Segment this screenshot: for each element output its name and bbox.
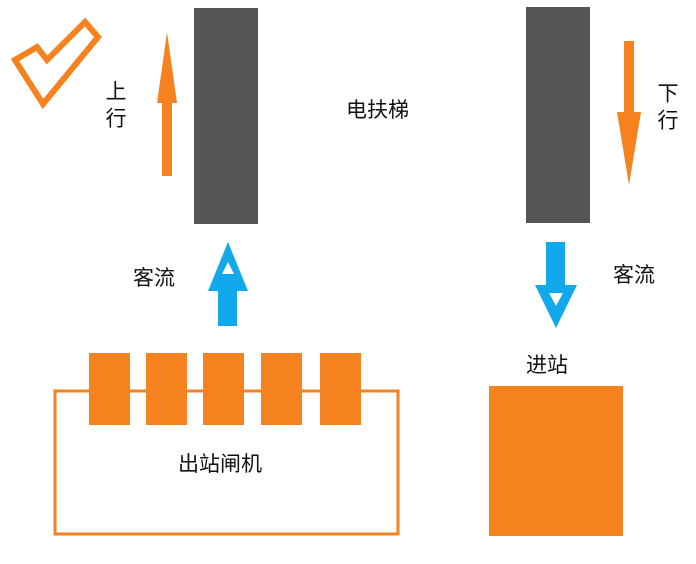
- left-flow-label: 客流: [133, 266, 175, 290]
- up-flow-arrow-notch: [222, 262, 234, 274]
- exit-gate: [320, 353, 361, 425]
- right-flow-label: 客流: [613, 263, 655, 287]
- exit-gate: [203, 353, 244, 425]
- entrance-label: 进站: [526, 353, 568, 377]
- up-flow-arrow: [208, 242, 248, 326]
- exit-gate: [146, 353, 187, 425]
- down-flow-arrow: [535, 242, 577, 328]
- exit-gate-label: 出站闸机: [178, 452, 262, 476]
- down-escalator-belt: [526, 7, 590, 223]
- escalator-label: 电扶梯: [346, 98, 409, 122]
- entrance-area: [489, 386, 623, 536]
- up-escalator-belt: [194, 8, 258, 224]
- down-flow-arrow-notch: [549, 293, 563, 306]
- exit-gate: [261, 353, 302, 425]
- exit-gate: [89, 353, 130, 425]
- up-label: 上行: [103, 80, 127, 134]
- up-direction-arrow: [157, 32, 177, 176]
- down-label: 下行: [655, 82, 679, 136]
- check-icon: [10, 17, 102, 110]
- down-direction-arrow: [617, 41, 641, 185]
